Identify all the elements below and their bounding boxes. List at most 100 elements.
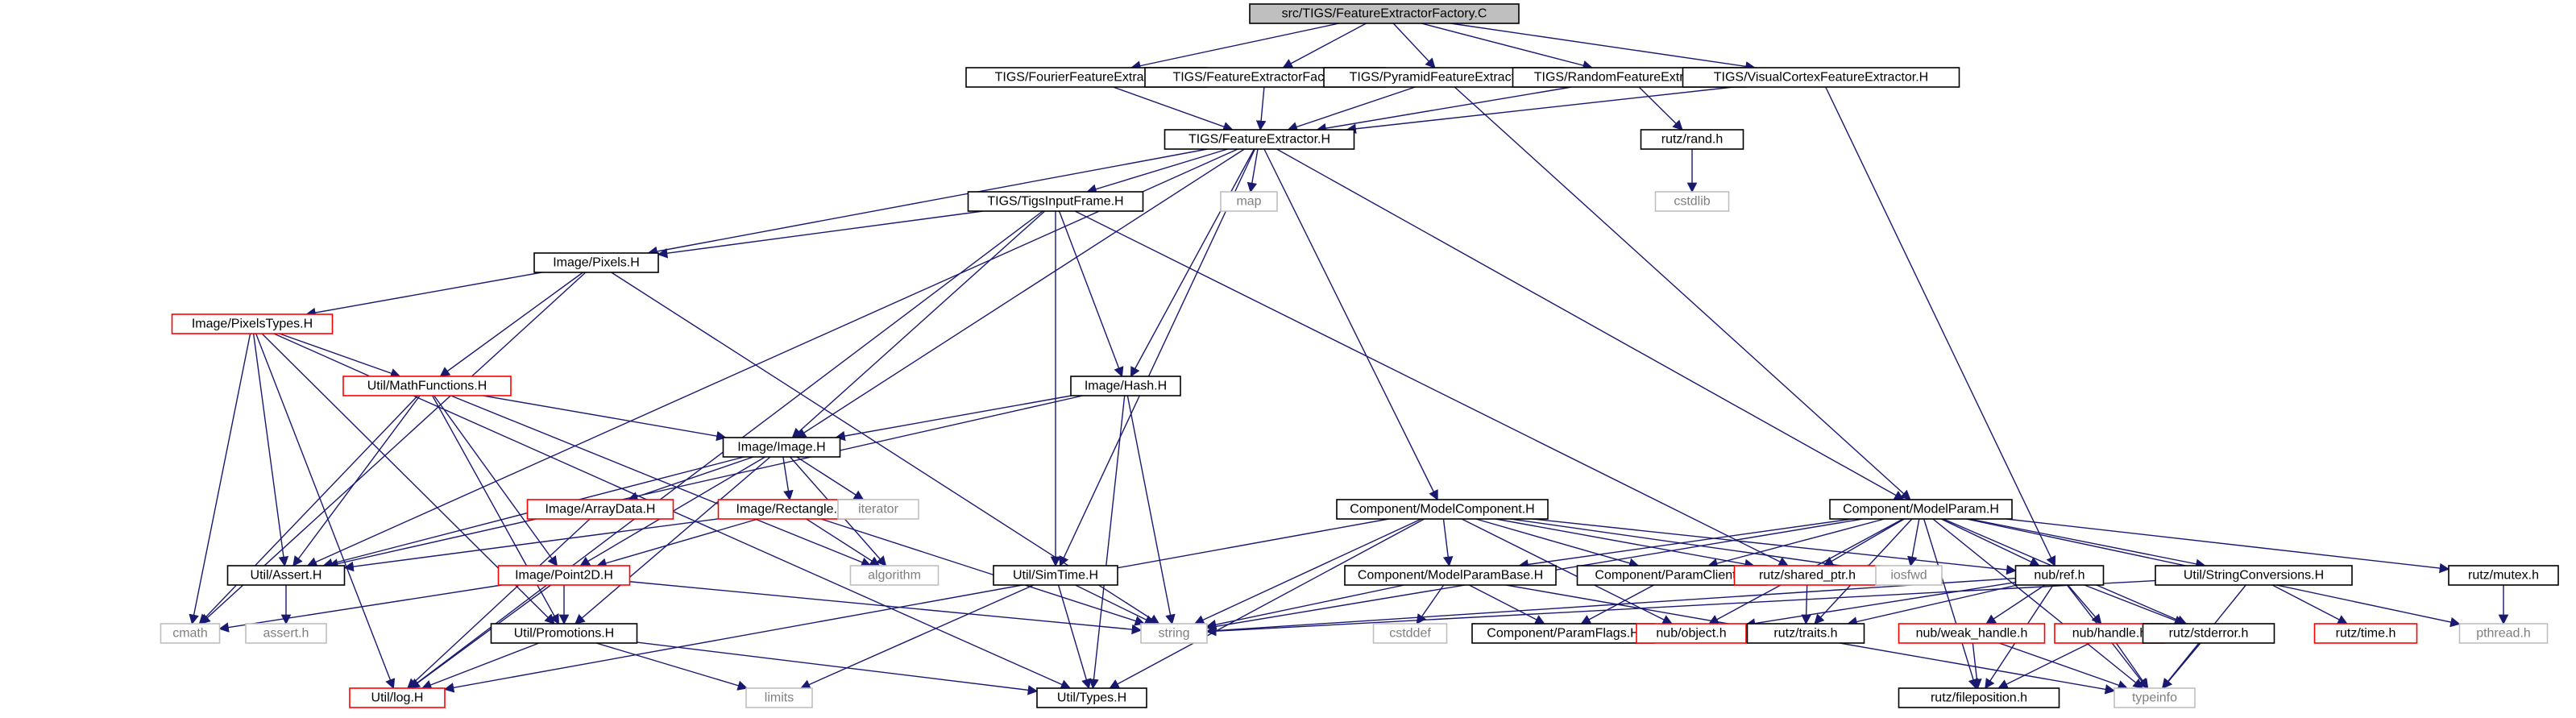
graph-node[interactable]: src/TIGS/FeatureExtractorFactory.C — [1249, 3, 1520, 24]
edge — [796, 456, 865, 500]
edge — [1907, 518, 1920, 567]
dependency-edge — [1801, 584, 1811, 625]
node-label: Util/log.H — [371, 691, 424, 705]
graph-node[interactable]: limits — [745, 687, 813, 708]
graph-node[interactable]: typeinfo — [2113, 687, 2196, 708]
edge — [1744, 581, 2016, 629]
node-box — [2458, 623, 2549, 644]
edge — [806, 518, 881, 567]
graph-node[interactable]: Util/MathFunctions.H — [342, 376, 512, 396]
graph-node[interactable]: Image/Hash.H — [1070, 376, 1181, 396]
edge — [595, 642, 749, 691]
dependency-edge — [2006, 518, 2450, 574]
node-label: assert.h — [263, 627, 309, 641]
dependency-edge — [306, 148, 1238, 567]
edge — [1075, 584, 1155, 625]
graph-node[interactable]: TIGS/FeatureExtractor.H — [1164, 129, 1355, 150]
dependency-edge — [305, 272, 542, 318]
graph-node[interactable]: Util/log.H — [349, 687, 446, 708]
graph-node[interactable]: rutz/traits.h — [1746, 623, 1865, 644]
graph-node[interactable]: cmath — [160, 623, 221, 644]
edge — [252, 333, 289, 567]
node-box — [967, 191, 1144, 212]
graph-node[interactable]: Image/Pixels.H — [533, 252, 659, 273]
node-label: cstddef — [1389, 627, 1431, 641]
dependency-edge — [198, 395, 419, 625]
graph-node[interactable]: nub/ref.h — [2014, 565, 2105, 586]
graph-node[interactable]: cstddef — [1372, 623, 1448, 644]
graph-node[interactable]: rutz/stderror.h — [2142, 623, 2275, 644]
graph-node[interactable]: Util/Types.H — [1036, 687, 1147, 708]
graph-node[interactable]: Image/ArrayData.H — [526, 499, 674, 520]
node-label: Util/StringConversions.H — [2184, 569, 2324, 583]
edge — [1823, 518, 1905, 567]
graph-node[interactable]: cstdlib — [1654, 191, 1730, 212]
dependency-edge — [1997, 642, 2091, 689]
graph-node[interactable]: rutz/rand.h — [1640, 129, 1744, 150]
graph-node[interactable]: Component/ModelComponent.H — [1336, 499, 1549, 520]
node-box — [497, 565, 631, 586]
graph-node[interactable]: TIGS/TigsInputFrame.H — [967, 191, 1144, 212]
graph-node[interactable]: TIGS/VisualCortexFeatureExtractor.H — [1682, 67, 1960, 88]
graph-node[interactable]: Component/ParamClient.H — [1576, 565, 1768, 586]
graph-node[interactable]: iosfwd — [1875, 565, 1943, 586]
dependency-edge — [2115, 642, 2149, 690]
graph-node[interactable]: Component/ParamFlags.H — [1471, 623, 1655, 644]
graph-node[interactable]: iterator — [837, 499, 919, 520]
node-label: rutz/traits.h — [1773, 627, 1837, 641]
dependency-edge — [1086, 148, 1228, 194]
graph-node[interactable]: string — [1140, 623, 1208, 644]
graph-node[interactable]: algorithm — [849, 565, 940, 586]
edge — [255, 333, 396, 690]
graph-node[interactable]: Util/SimTime.H — [993, 565, 1118, 586]
edge — [782, 456, 794, 501]
graph-node[interactable]: nub/weak_handle.h — [1898, 623, 2046, 644]
node-box — [1220, 191, 1278, 212]
edge — [305, 272, 542, 318]
graph-node[interactable]: assert.h — [245, 623, 327, 644]
dependency-edge — [255, 333, 396, 690]
edge — [1801, 584, 1811, 625]
dependency-edge — [218, 584, 502, 633]
edge — [189, 333, 251, 625]
graph-node[interactable]: rutz/mutex.h — [2448, 565, 2559, 586]
node-box — [2014, 565, 2105, 586]
node-box — [722, 437, 841, 458]
edge — [483, 395, 727, 442]
edge — [799, 584, 1035, 690]
edge — [2084, 584, 2185, 625]
edge — [1518, 518, 1852, 570]
node-label: rutz/time.h — [2336, 627, 2396, 641]
graph-node[interactable]: rutz/shared_ptr.h — [1733, 565, 1881, 586]
graph-node[interactable]: Util/StringConversions.H — [2155, 565, 2353, 586]
node-box — [171, 313, 334, 334]
graph-node[interactable]: Component/ModelParam.H — [1829, 499, 2013, 520]
graph-node[interactable]: pthread.h — [2458, 623, 2549, 644]
node-box — [1344, 565, 1557, 586]
graph-node[interactable]: nub/object.h — [1636, 623, 1747, 644]
dependency-edge — [596, 518, 758, 568]
graph-node[interactable]: map — [1220, 191, 1278, 212]
graph-node[interactable]: rutz/time.h — [2313, 623, 2418, 644]
edge — [439, 272, 583, 377]
edge — [1205, 584, 1404, 630]
graph-node[interactable]: Util/Assert.H — [226, 565, 346, 586]
graph-node[interactable]: Util/Promotions.H — [490, 623, 638, 644]
graph-node[interactable]: Image/Point2D.H — [497, 565, 631, 586]
graph-node[interactable]: rutz/fileposition.h — [1898, 687, 2060, 708]
node-label: pthread.h — [2476, 627, 2531, 641]
graph-node[interactable]: Image/Image.H — [722, 437, 841, 458]
node-box — [490, 623, 638, 644]
graph-node[interactable]: Image/PixelsTypes.H — [171, 313, 334, 334]
edge — [1255, 86, 1267, 131]
edge — [1940, 518, 2040, 567]
edges-layer — [189, 23, 2509, 695]
edge — [1923, 518, 1978, 690]
dependency-edge — [1510, 518, 1877, 575]
dependency-edge — [1255, 86, 1267, 131]
node-box — [1372, 623, 1448, 644]
edge — [835, 395, 1072, 442]
node-label: Component/ParamClient.H — [1595, 569, 1748, 583]
graph-node[interactable]: Component/ModelParamBase.H — [1344, 565, 1557, 586]
